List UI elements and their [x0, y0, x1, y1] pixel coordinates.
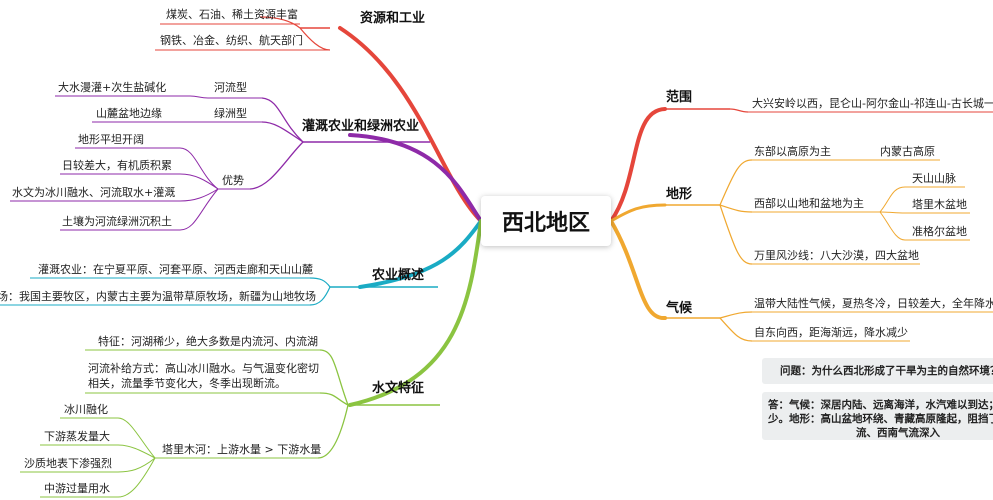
pasture-item[interactable]: 牧场：我国主要牧区，内蒙古主要为温带草原牧场，新疆为山地牧场 [0, 290, 316, 303]
branch-climate[interactable]: 气候 [666, 301, 693, 316]
resources-item[interactable]: 煤炭、石油、稀土资源丰富 [166, 8, 298, 21]
river-type-item[interactable]: 大水漫灌+次生盐碱化 [58, 81, 167, 94]
question-note[interactable]: 问题：为什么西北形成了干旱为主的自然环境？ [762, 358, 993, 384]
branch-resources-industry[interactable]: 资源和工业 [360, 11, 426, 26]
branch-scope[interactable]: 范围 [666, 90, 693, 105]
climate-line2[interactable]: 自东向西，距海渐远，降水减少 [754, 326, 908, 339]
industry-item[interactable]: 钢铁、冶金、纺织、航天部门 [160, 34, 303, 47]
answer-line: 流、西南气流深入 [856, 427, 940, 439]
irrigation-agriculture-item[interactable]: 灌溉农业：在宁夏平原、河套平原、河西走廊和天山山麓 [38, 263, 313, 276]
answer-line: 答：气候：深居内陆、远离海洋，水汽难以到达；降水 [768, 399, 993, 411]
advantage-label[interactable]: 优势 [222, 174, 244, 187]
river-supply-line1[interactable]: 河流补给方式：高山冰川融水。与气温变化密切 [88, 362, 319, 375]
scope-text[interactable]: 大兴安岭以西，昆仑山-阿尔金山-祁连山-古长城一线 [752, 97, 993, 110]
tarim-reason[interactable]: 沙质地表下渗强烈 [24, 457, 112, 470]
river-supply-line2[interactable]: 相关，流量季节变化大，冬季出现断流。 [88, 377, 286, 390]
advantage-item[interactable]: 地形平坦开阔 [78, 133, 144, 146]
advantage-item[interactable]: 日较差大，有机质积累 [62, 159, 172, 172]
oasis-type-item[interactable]: 山麓盆地边缘 [96, 107, 162, 120]
tarim-reason[interactable]: 下游蒸发量大 [44, 430, 110, 443]
answer-line: 少。地形：高山盆地环绕、青藏高原隆起，阻挡了暖湿气 [768, 413, 993, 425]
branch-irrigation-oasis-agriculture[interactable]: 灌溉农业和绿洲农业 [302, 119, 420, 134]
advantage-item[interactable]: 土壤为河流绿洲沉积土 [62, 215, 172, 228]
hydrology-feature[interactable]: 特征：河湖稀少，绝大多数是内流河、内流湖 [98, 335, 318, 348]
river-type-label[interactable]: 河流型 [214, 81, 247, 94]
advantage-item[interactable]: 水文为冰川融水、河流取水+灌溉 [12, 186, 176, 199]
terrain-sand-line[interactable]: 万里风沙线：八大沙漠，四大盆地 [754, 249, 919, 262]
tarim-river-label[interactable]: 塔里木河：上游水量 > 下游水量 [162, 443, 322, 456]
terrain-west-sub[interactable]: 塔里木盆地 [912, 198, 967, 211]
branch-terrain[interactable]: 地形 [666, 187, 693, 202]
climate-line1[interactable]: 温带大陆性气候，夏热冬冷，日较差大，全年降水量少 [754, 297, 993, 310]
terrain-west-sub[interactable]: 天山山脉 [912, 172, 956, 185]
terrain-east-sub[interactable]: 内蒙古高原 [880, 145, 935, 158]
branch-hydrology[interactable]: 水文特征 [372, 381, 425, 396]
terrain-west-sub[interactable]: 准格尔盆地 [912, 225, 967, 238]
terrain-east[interactable]: 东部以高原为主 [754, 145, 831, 158]
central-topic[interactable]: 西北地区 [481, 196, 611, 246]
tarim-reason[interactable]: 冰川融化 [64, 403, 108, 416]
answer-note[interactable]: 答：气候：深居内陆、远离海洋，水汽难以到达；降水 少。地形：高山盆地环绕、青藏高… [762, 392, 993, 440]
oasis-type-label[interactable]: 绿洲型 [214, 107, 247, 120]
terrain-west[interactable]: 西部以山地和盆地为主 [754, 197, 864, 210]
tarim-reason[interactable]: 中游过量用水 [44, 482, 110, 495]
branch-agriculture-overview[interactable]: 农业概述 [372, 268, 425, 283]
